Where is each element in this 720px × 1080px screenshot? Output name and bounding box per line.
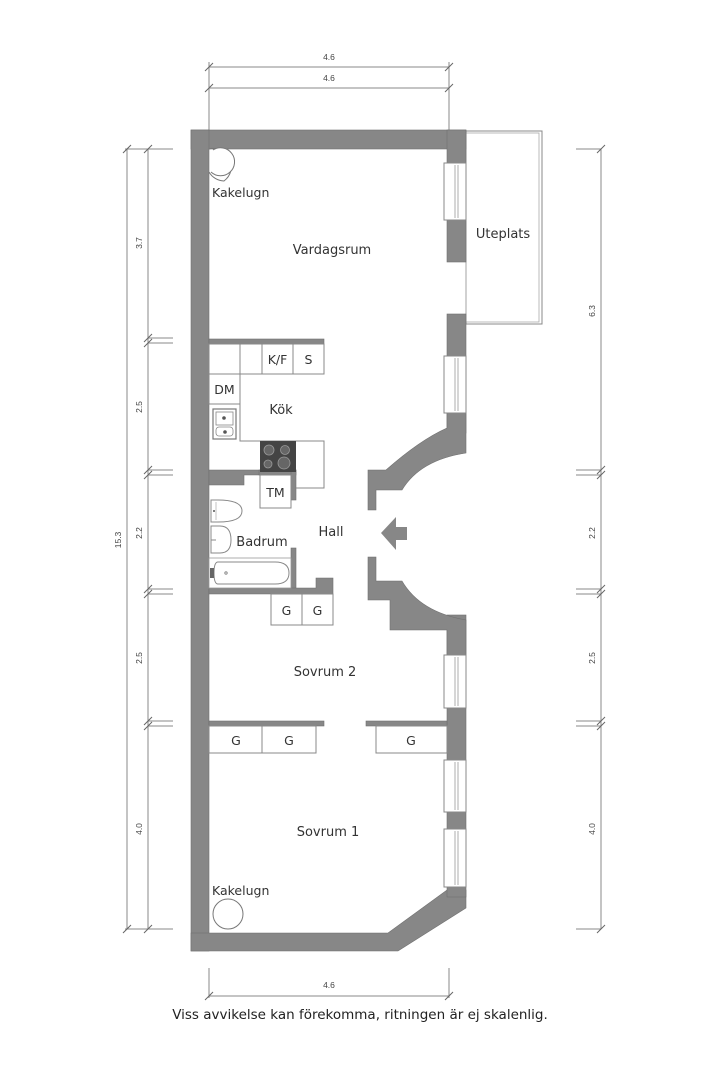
bottom-dimension-label: 4.6 — [323, 980, 335, 990]
top-dimension-2: 4.6 — [323, 73, 335, 83]
toilet-icon — [210, 499, 243, 523]
room-label-sovrum1: Sovrum 1 — [297, 825, 360, 840]
right-dimension-4: 4.0 — [587, 823, 597, 835]
storage-cabinet — [292, 343, 325, 375]
washing-machine: TM — [259, 474, 292, 509]
left-dimension-1: 3.7 — [134, 237, 144, 249]
top-dimension-1: 4.6 — [323, 52, 335, 62]
left-dimension-4: 2.5 — [134, 652, 144, 664]
room-label-sovrum2: Sovrum 2 — [294, 665, 357, 680]
tiled-stove-icon — [210, 147, 236, 177]
left-dimension-5: 4.0 — [134, 823, 144, 835]
hall-wardrobe-label-1: G — [282, 603, 292, 618]
tiled-stove-top: Kakelugn — [208, 147, 269, 200]
tiled-stove-bottom: Kakelugn — [212, 883, 269, 930]
room-label-hall: Hall — [319, 525, 344, 540]
washbasin-icon — [210, 525, 232, 554]
bedroom-wardrobe-label-1: G — [231, 733, 241, 748]
stove-icon — [260, 441, 296, 472]
bedroom-wardrobes: G G G — [208, 725, 448, 754]
right-dimension-2: 2.2 — [587, 527, 597, 539]
bedroom-wardrobe-label-3: G — [406, 733, 416, 748]
kitchen-fixtures: K/F S DM Kök — [208, 343, 325, 489]
right-dimension-1: 6.3 — [587, 305, 597, 317]
dm-label: DM — [214, 382, 234, 397]
left-total-dimension: 15.3 — [113, 531, 123, 548]
left-dimension-3: 2.2 — [134, 527, 144, 539]
window-kok — [443, 355, 467, 414]
uteplats-outline — [465, 130, 543, 325]
s-label: S — [305, 352, 313, 367]
hall-wardrobe-label-2: G — [313, 603, 323, 618]
room-label-uteplats: Uteplats — [476, 227, 531, 242]
tm-label: TM — [265, 485, 284, 500]
exterior-walls — [190, 129, 467, 952]
windows — [443, 162, 467, 888]
disclaimer-caption: Viss avvikelse kan förekomma, ritningen … — [172, 1007, 548, 1023]
left-dimension-2: 2.5 — [134, 401, 144, 413]
window-vardagsrum — [443, 162, 467, 221]
dishwasher — [208, 373, 241, 405]
window-sovrum1-b — [443, 828, 467, 888]
room-label-badrum: Badrum — [236, 535, 287, 550]
hall-wardrobes: G G — [270, 593, 334, 626]
kf-label: K/F — [268, 352, 288, 367]
room-label-kok: Kök — [269, 403, 293, 418]
room-label-vardagsrum: Vardagsrum — [293, 243, 371, 258]
window-sovrum1-a — [443, 759, 467, 813]
bottom-dimension: 4.6 — [204, 968, 454, 1001]
window-sovrum2 — [443, 654, 467, 709]
entrance-arrow-icon — [381, 517, 407, 550]
bathtub-icon — [208, 557, 292, 589]
top-dimensions: 4.6 4.6 — [204, 52, 454, 130]
left-dimensions: 15.3 3.7 2.5 2.2 2.5 4.0 — [113, 144, 173, 934]
tiled-stove-icon — [212, 898, 244, 930]
fridge-freezer — [261, 343, 294, 375]
kitchen-sink-icon — [212, 408, 237, 440]
kakelugn-label-bottom: Kakelugn — [212, 883, 269, 898]
right-dimensions: 6.3 2.2 2.5 4.0 — [576, 144, 606, 934]
right-dimension-3: 2.5 — [587, 652, 597, 664]
kakelugn-label-top: Kakelugn — [212, 185, 269, 200]
bedroom-wardrobe-label-2: G — [284, 733, 294, 748]
bathroom-fixtures: Badrum — [208, 499, 292, 589]
